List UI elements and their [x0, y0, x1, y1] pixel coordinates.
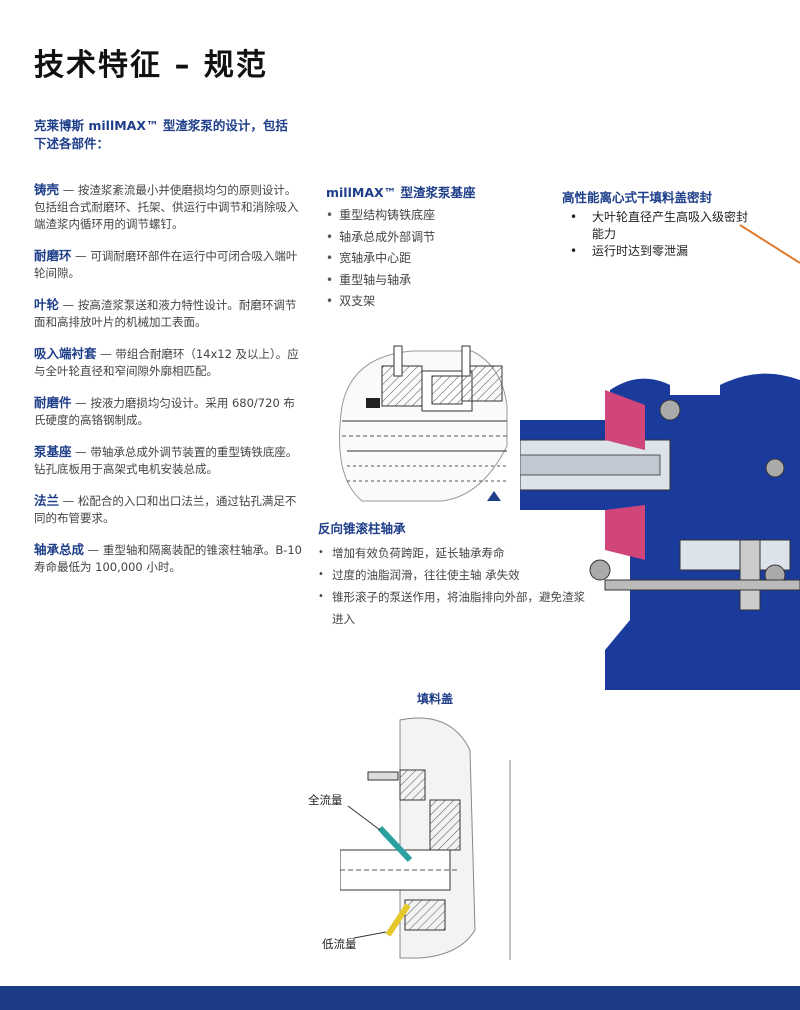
- pump-cross-section: [520, 373, 800, 690]
- list-item: •增加有效负荷跨距，延长轴承寿命: [318, 542, 590, 564]
- section-term: 铸壳: [34, 182, 60, 197]
- section-term: 叶轮: [34, 297, 60, 312]
- list-item: •重型结构铸铁底座: [326, 208, 436, 222]
- list-item: •过度的油脂润滑，往往使主轴 承失效: [318, 564, 590, 586]
- bullet-icon: •: [326, 294, 334, 308]
- list-item: •重型轴与轴承: [326, 272, 412, 287]
- list-item: •宽轴承中心距: [326, 251, 412, 265]
- section-impeller: 叶轮 — 按高渣浆泵送和液力特性设计。耐磨环调节面和高排放叶片的机械加工表面。: [34, 296, 306, 331]
- list-item: •轴承总成外部调节: [326, 229, 436, 244]
- section-casing: 铸壳 — 按渣浆紊流最小并使磨损均匀的原则设计。包括组合式耐磨环、托架、供运行中…: [34, 181, 306, 233]
- section-text: — 按高渣浆泵送和液力特性设计。耐磨环调节面和高排放叶片的机械加工表面。: [34, 298, 297, 329]
- low-flow-label: 低流量: [322, 937, 357, 951]
- list-item: •运行时达到零泄漏: [570, 244, 689, 258]
- section-term: 泵基座: [34, 444, 72, 459]
- stuffing-box-caption: 填料盖: [417, 692, 454, 706]
- section-text: — 带组合耐磨环（14x12 及以上）。应与全叶轮直径和窄间隙外廓相匹配。: [34, 347, 299, 378]
- section-flange: 法兰 — 松配合的入口和出口法兰，通过钻孔满足不同的布管要求。: [34, 492, 306, 527]
- bearing-features: 反向锥滚柱轴承 •增加有效负荷跨距，延长轴承寿命 •过度的油脂润滑，往往使主轴 …: [318, 518, 590, 630]
- section-term: 法兰: [34, 493, 60, 508]
- bullet-icon: •: [318, 547, 324, 558]
- list-item: •锥形滚子的泵送作用，将油脂排向外部，避免渣浆进入: [318, 586, 590, 630]
- bearing-detail-drawing: [339, 345, 508, 502]
- section-text: — 按液力磨损均匀设计。采用 680/720 布氏硬度的高铬钢制成。: [34, 396, 295, 427]
- bullet-icon: •: [326, 229, 334, 244]
- seal-title: 高性能离心式干填料盖密封: [562, 190, 713, 205]
- bearing-title: 反向锥滚柱轴承: [318, 521, 406, 536]
- section-term: 吸入端衬套: [34, 346, 97, 361]
- bullet-icon: •: [318, 569, 324, 580]
- bullet-icon: •: [326, 251, 334, 265]
- section-wear-parts: 耐磨件 — 按液力磨损均匀设计。采用 680/720 布氏硬度的高铬钢制成。: [34, 394, 306, 429]
- section-term: 耐磨环: [34, 248, 72, 263]
- seal-features: 高性能离心式干填料盖密封 •大叶轮直径产生高吸入级密封能力 •运行时达到零泄漏: [562, 187, 800, 260]
- component-sections: 铸壳 — 按渣浆紊流最小并使磨损均匀的原则设计。包括组合式耐磨环、托架、供运行中…: [34, 181, 306, 590]
- section-suction-liner: 吸入端衬套 — 带组合耐磨环（14x12 及以上）。应与全叶轮直径和窄间隙外廓相…: [34, 345, 306, 380]
- base-title: millMAX™ 型渣浆泵基座: [326, 185, 476, 200]
- bullet-icon: •: [318, 591, 324, 602]
- bullet-icon: •: [326, 208, 334, 222]
- section-text: — 可调耐磨环部件在运行中可闭合吸入端叶轮间隙。: [34, 249, 298, 280]
- section-text: — 带轴承总成外调节装置的重型铸铁底座。钻孔底板用于高架式电机安装总成。: [34, 445, 298, 476]
- section-term: 轴承总成: [34, 542, 85, 557]
- full-flow-label: 全流量: [308, 793, 343, 807]
- intro-text: 克莱博斯 millMAX™ 型渣浆泵的设计，包括下述各部件：: [34, 118, 288, 151]
- list-item: •双支架: [326, 294, 376, 308]
- bullet-icon: •: [570, 244, 578, 258]
- callout-line: [739, 224, 800, 264]
- bullet-icon: •: [326, 272, 334, 287]
- section-text: — 重型轴和隔离装配的锥滚柱轴承。B-10 寿命最低为 100,000 小时。: [34, 543, 302, 574]
- section-wear-ring: 耐磨环 — 可调耐磨环部件在运行中可闭合吸入端叶轮间隙。: [34, 247, 306, 282]
- section-pump-base: 泵基座 — 带轴承总成外调节装置的重型铸铁底座。钻孔底板用于高架式电机安装总成。: [34, 443, 306, 478]
- section-term: 耐磨件: [34, 395, 72, 410]
- stuffing-box-drawing: [340, 717, 511, 960]
- section-text: — 松配合的入口和出口法兰，通过钻孔满足不同的布管要求。: [34, 494, 297, 525]
- section-text: — 按渣浆紊流最小并使磨损均匀的原则设计。包括组合式耐磨环、托架、供运行中调节和…: [34, 183, 299, 231]
- base-features: millMAX™ 型渣浆泵基座 •重型结构铸铁底座 •轴承总成外部调节 •宽轴承…: [326, 182, 526, 313]
- page-title: 技术特征 – 规范: [34, 48, 268, 83]
- section-bearing-assembly: 轴承总成 — 重型轴和隔离装配的锥滚柱轴承。B-10 寿命最低为 100,000…: [34, 541, 306, 576]
- footer-bar: [0, 986, 800, 1010]
- list-item: •大叶轮直径产生高吸入级密封能力: [570, 210, 749, 241]
- bullet-icon: •: [570, 210, 578, 224]
